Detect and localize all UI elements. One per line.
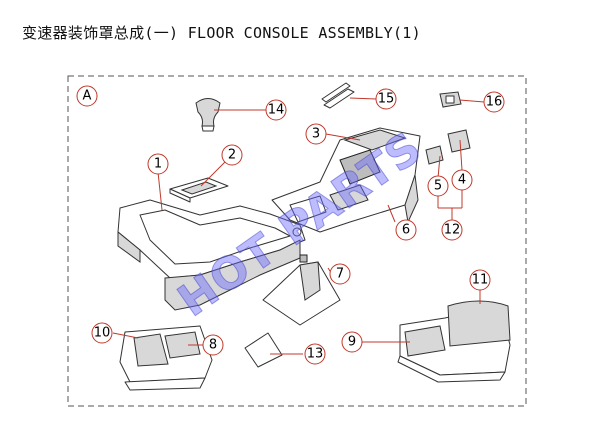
flat-pad-part [244, 332, 283, 368]
front-tray-part [119, 325, 213, 391]
shift-knob-part [195, 98, 221, 132]
callout-16: 16 [483, 91, 505, 113]
svg-text:10: 10 [94, 326, 111, 341]
svg-text:4: 4 [458, 173, 466, 188]
svg-text:3: 3 [312, 127, 320, 142]
callout-10: 10 [91, 322, 113, 344]
callout-5: 5 [427, 175, 449, 197]
callout-14: 14 [265, 99, 287, 121]
svg-text:1: 1 [154, 157, 162, 172]
console-bracket-part [425, 129, 471, 165]
svg-text:15: 15 [378, 92, 395, 107]
callout-1: 1 [147, 153, 169, 175]
svg-text:A: A [83, 89, 92, 104]
callout-13: 13 [304, 343, 326, 365]
callout-4: 4 [451, 169, 473, 191]
svg-text:8: 8 [209, 338, 217, 353]
svg-text:13: 13 [307, 347, 324, 362]
diagram-frame [67, 75, 527, 407]
callout-9: 9 [341, 331, 363, 353]
group-bracket [437, 190, 463, 220]
callout-12: 12 [441, 219, 463, 241]
callout-8: 8 [202, 334, 224, 356]
strip-clip-part [321, 82, 355, 109]
svg-text:16: 16 [486, 95, 503, 110]
svg-text:9: 9 [348, 335, 356, 350]
armrest-console-part [397, 300, 511, 383]
callout-2: 2 [221, 144, 243, 166]
front-console-part [117, 199, 306, 311]
shift-bezel-part [169, 177, 229, 203]
callout-6: 6 [395, 219, 417, 241]
svg-text:2: 2 [228, 148, 236, 163]
shift-boot-part [262, 254, 341, 326]
svg-text:5: 5 [434, 179, 442, 194]
svg-text:14: 14 [268, 103, 285, 118]
block-clip-part [439, 91, 462, 108]
page-title: 变速器装饰罩总成(一) FLOOR CONSOLE ASSEMBLY(1) [22, 24, 421, 42]
rear-console-part [271, 127, 421, 233]
svg-text:11: 11 [472, 273, 489, 288]
section-label: A [76, 85, 98, 107]
callout-15: 15 [375, 88, 397, 110]
svg-text:6: 6 [402, 223, 410, 238]
svg-text:7: 7 [336, 267, 344, 282]
callout-7: 7 [329, 263, 351, 285]
callout-11: 11 [469, 269, 491, 291]
svg-text:12: 12 [444, 223, 461, 238]
callout-3: 3 [305, 123, 327, 145]
